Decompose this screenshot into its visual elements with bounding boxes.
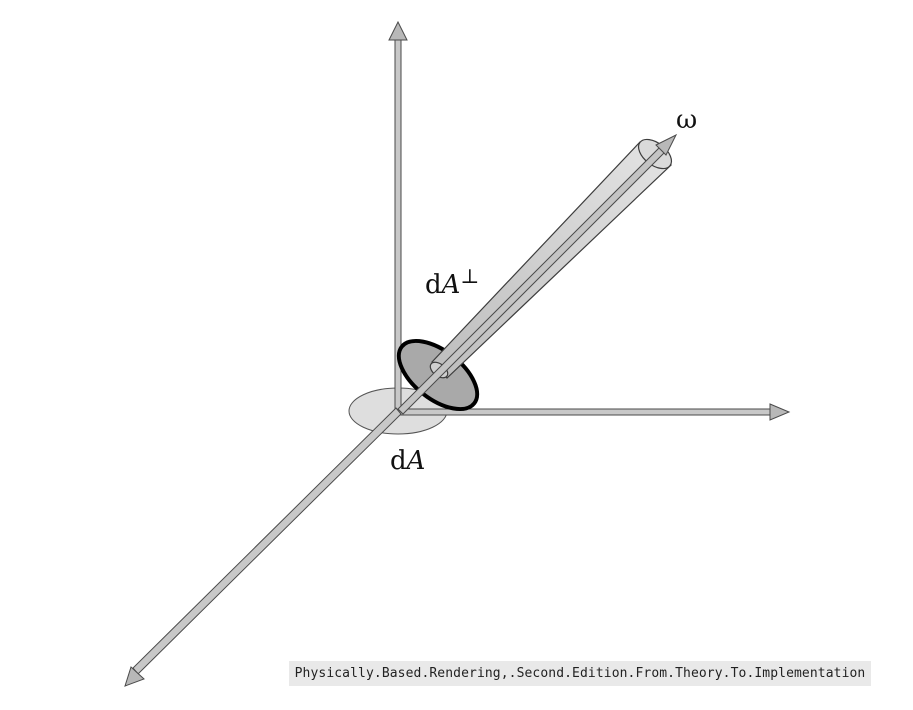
omega-label: ω (676, 105, 697, 135)
y-axis (124, 407, 402, 687)
direction-vector-omega (397, 133, 678, 415)
dA-perp-label-d: d (425, 270, 442, 300)
dA-perp-label-perp: ⊥ (460, 264, 479, 288)
source-caption-text: Physically.Based.Rendering,.Second.Editi… (294, 666, 866, 681)
source-caption: Physically.Based.Rendering,.Second.Editi… (289, 661, 871, 686)
dA-label-d: d (390, 446, 407, 476)
dA-perp-label: dA⊥ (425, 264, 479, 300)
dA-perp-label-A: A (440, 270, 461, 300)
dA-label-A: A (405, 446, 426, 476)
dA-label: dA (390, 446, 425, 476)
